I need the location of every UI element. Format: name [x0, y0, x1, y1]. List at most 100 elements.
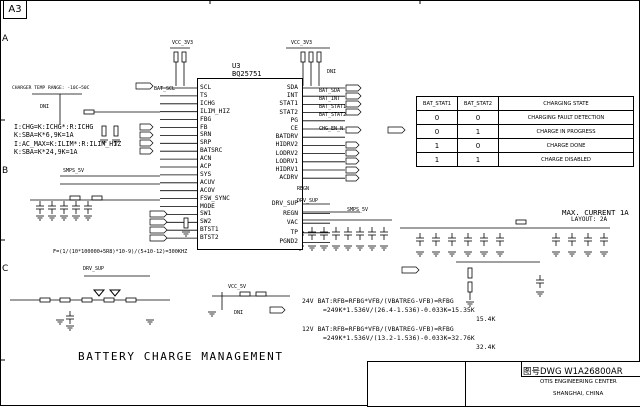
company-city: SHANGHAI, CHINA: [553, 391, 604, 397]
rail-vcc-3v3-right: VCC_3V3: [291, 40, 313, 46]
resistor-r27: [83, 109, 95, 115]
net-port-sw: [149, 226, 168, 234]
net-port-sw: [149, 218, 168, 226]
note-fsw: F=(1/(10*100000+5R8)*10-9)/(5+10-12)=300…: [53, 249, 188, 255]
formula-24v-line1: 24V BAT:RFB=RFBG*VFB/(VBATREG-VFB)=RFBG: [302, 298, 454, 305]
pull-up-resistor: [300, 51, 306, 63]
rail-drv-sup: DRV_SUP: [297, 198, 319, 204]
note-kilim: K:SBA=K*24,9K=1A: [14, 148, 78, 156]
state-table-cell: 0: [457, 110, 499, 125]
note-ilim: I:AC_MAX=K:ILIM*:R:ILIM_HIZ: [14, 140, 122, 148]
rail-drv-sup-lower: DRV_SUP: [83, 266, 105, 272]
ic-pin-int: INT: [286, 92, 298, 100]
ic-pin-fb: FB: [200, 123, 208, 131]
resistor: [81, 297, 93, 303]
net-port-right: [345, 100, 362, 108]
ic-pin-vac: VAC: [286, 219, 298, 227]
net-bat-scl: BAT_SCL: [154, 86, 176, 92]
diode-d6: [108, 289, 122, 297]
drawing-number: 图号DWG W1A26800AR: [523, 367, 623, 377]
ic-pin-pgnd2: PGND2: [279, 238, 298, 246]
net-port-right: [345, 108, 362, 116]
net-bat-stat2: BAT_STAT2: [319, 112, 347, 118]
resistor: [467, 267, 473, 279]
note-temp-range: CHARGER TEMP RANGE: -10C~50C: [12, 86, 90, 91]
zone-label-c: C: [2, 264, 9, 274]
note-ichg: I:CHG=K:ICHG*:R:ICHG: [14, 123, 94, 131]
resistor-ilim: [113, 125, 119, 137]
net-chg-en: CHG_EN_N: [319, 126, 344, 132]
net-port-left: [139, 147, 154, 155]
resistor: [39, 297, 51, 303]
ic-pin-pg: PG: [290, 116, 298, 124]
ic-pin-srp: SRP: [200, 139, 212, 147]
net-bat-stat1: BAT_STAT1: [319, 104, 347, 110]
net-bat-sda: BAT_SDA: [319, 88, 341, 94]
charger-ic-ref: U3: [232, 62, 241, 70]
resistor: [467, 281, 473, 293]
ic-pin-sw2: SW2: [200, 218, 212, 226]
resistor: [183, 217, 189, 229]
net-dni-top: DNI: [327, 69, 337, 75]
ic-pin-ts: TS: [200, 91, 208, 99]
ic-pin-acuv: ACUV: [200, 178, 215, 186]
ic-pin-sys: SYS: [200, 170, 212, 178]
sheet-id: A3: [3, 0, 27, 19]
zone-label-a: A: [2, 34, 9, 44]
ic-pin-regn: REGN: [283, 209, 298, 217]
net-bat-int: BAT_INT: [319, 96, 341, 102]
ic-pin-acov: ACOV: [200, 186, 215, 194]
state-table-cell: CHARGE IN PROGRESS: [498, 124, 634, 139]
resistor: [69, 195, 81, 201]
note-max-current: MAX. CURRENT 1A: [562, 208, 629, 217]
state-table-cell: 1: [457, 152, 499, 167]
net-port-sw: [149, 234, 168, 242]
net-port-left: [139, 131, 154, 139]
zone-label-b: B: [2, 166, 9, 176]
net-dni-bottom: DNI: [234, 310, 244, 316]
state-table-cell: 1: [416, 138, 458, 153]
net-port-right: [345, 141, 360, 149]
ic-pin-fsw-sync: FSW_SYNC: [200, 194, 230, 202]
net-port-left: [139, 139, 154, 147]
resistor: [103, 297, 115, 303]
net-port-right: [345, 166, 360, 174]
ic-pin-batsrc: BATSRC: [200, 147, 223, 155]
sense-resistor: [515, 219, 527, 225]
state-table-cell: 0: [457, 138, 499, 153]
pull-up-resistor: [316, 51, 322, 63]
rail-smps-5v: SMPS_5V: [63, 168, 85, 174]
rail-vcc-5v: VCC_5V: [228, 284, 247, 290]
charger-ic-part: BQ25751: [232, 70, 262, 78]
pull-up-resistor: [173, 51, 179, 63]
net-port-bottom: [269, 306, 286, 314]
net-dni-left: DNI: [40, 104, 50, 110]
net-port-right: [345, 92, 362, 100]
state-table-cell: CHARGE DONE: [498, 138, 634, 153]
formula-12v-line2: =249K*1.536V/(13.2-1.536)-0.033K=32.76K: [323, 335, 475, 342]
net-port-sw: [149, 210, 168, 218]
resistor: [59, 297, 71, 303]
state-table-header-cell: CHARGING STATE: [498, 96, 634, 111]
net-port-right: [345, 149, 360, 157]
ic-pin-scl: SCL: [200, 84, 212, 91]
state-table-header-cell: BAT_STAT1: [416, 96, 458, 111]
state-table-cell: 1: [457, 124, 499, 139]
ic-pin-btst1: BTST1: [200, 226, 219, 234]
state-table-cell: 0: [416, 124, 458, 139]
note-layout: LAYOUT: 2A: [571, 216, 608, 223]
formula-24v-result: 15.4K: [476, 316, 496, 323]
state-table-cell: 1: [416, 152, 458, 167]
resistor: [255, 291, 267, 297]
ic-pin-mode: MODE: [200, 202, 215, 210]
resistor-ichg: [101, 125, 107, 137]
ic-pin-sw1: SW1: [200, 210, 212, 218]
company-name: OTIS ENGINEERING CENTER: [540, 379, 617, 385]
resistor: [91, 195, 103, 201]
title-block-notes-cell: [367, 361, 466, 407]
ic-pin-acp: ACP: [200, 163, 212, 170]
